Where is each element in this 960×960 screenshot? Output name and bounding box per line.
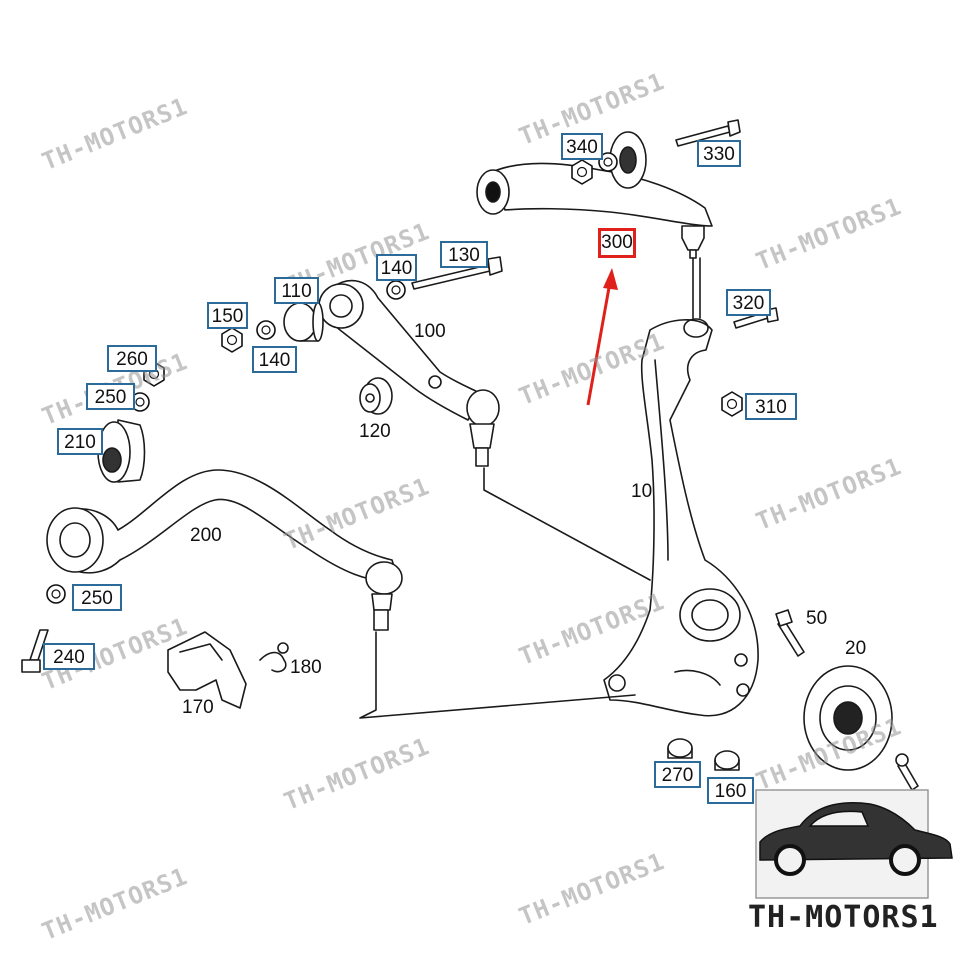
label-100[interactable]: 100 (414, 321, 446, 342)
callout-140[interactable]: 140 (252, 346, 297, 373)
callout-270[interactable]: 270 (654, 761, 701, 788)
callout-340[interactable]: 340 (561, 133, 603, 160)
nut-160 (714, 750, 740, 771)
callout-130[interactable]: 130 (440, 241, 488, 268)
callout-330[interactable]: 330 (697, 140, 741, 167)
bolt-240 (21, 629, 49, 673)
upper-control-arm-300 (476, 131, 713, 259)
nut-270 (667, 738, 693, 759)
label-120[interactable]: 120 (359, 421, 391, 442)
callout-110[interactable]: 110 (274, 277, 319, 304)
callout-140[interactable]: 140 (376, 254, 417, 281)
callout-260[interactable]: 260 (107, 345, 157, 372)
logo-text: TH-MOTORS1 (748, 900, 939, 935)
label-170[interactable]: 170 (182, 697, 214, 718)
callout-300-highlighted[interactable]: 300 (598, 228, 636, 258)
lower-control-arm-200 (46, 469, 403, 631)
callout-310[interactable]: 310 (745, 393, 797, 420)
nut-340 (571, 159, 593, 185)
label-50[interactable]: 50 (806, 608, 828, 629)
label-20[interactable]: 20 (845, 638, 867, 659)
callout-250[interactable]: 250 (86, 383, 135, 410)
callout-240[interactable]: 240 (43, 643, 95, 670)
label-10[interactable]: 10 (631, 481, 653, 502)
bushing-120 (359, 377, 393, 415)
callout-150[interactable]: 150 (207, 302, 248, 329)
bolt-hub (895, 753, 919, 791)
nut-150 (221, 327, 243, 353)
label-180[interactable]: 180 (290, 657, 322, 678)
nut-310 (721, 391, 743, 417)
callout-250[interactable]: 250 (72, 584, 122, 611)
bolt-50 (775, 609, 805, 657)
callout-320[interactable]: 320 (726, 289, 771, 316)
bushing-210 (97, 419, 146, 483)
bolt-130 (411, 256, 503, 290)
steering-knuckle-10 (603, 318, 759, 717)
wheel-hub-20 (803, 665, 893, 771)
bolt-320 (733, 307, 779, 329)
logo-car-icon (755, 789, 953, 899)
callout-210[interactable]: 210 (57, 428, 103, 455)
bracket-170 (167, 631, 247, 709)
bushing-110 (283, 302, 324, 342)
bolt-330 (675, 119, 741, 147)
highlight-arrow (586, 268, 618, 406)
label-200[interactable]: 200 (190, 525, 222, 546)
lower-control-arm-100 (318, 279, 500, 467)
sensor-cable-180 (259, 642, 289, 673)
callout-160[interactable]: 160 (707, 777, 754, 804)
